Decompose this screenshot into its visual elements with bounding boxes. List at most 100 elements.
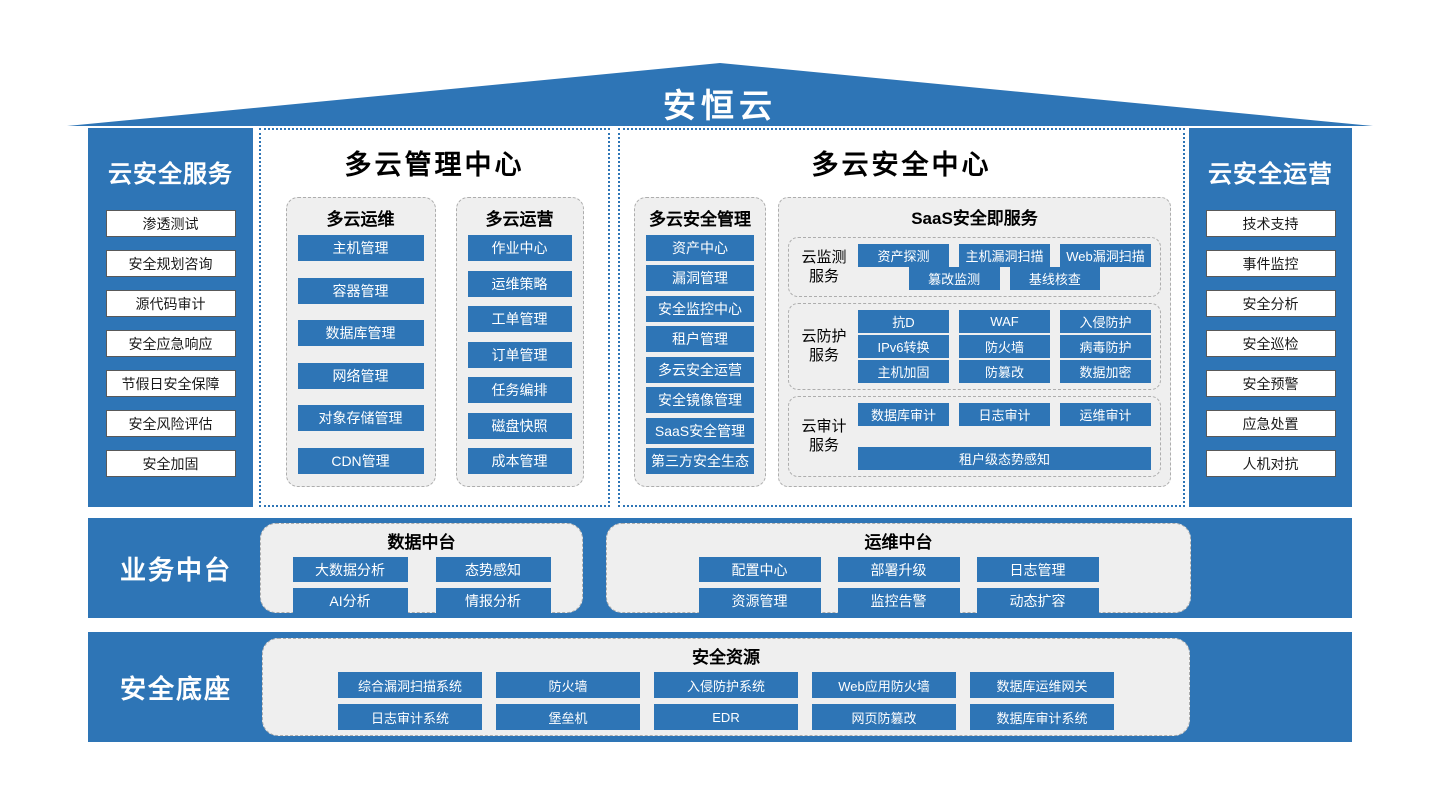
module-chip: 防火墙	[959, 334, 1050, 358]
service-chip: 源代码审计	[105, 290, 236, 317]
cloud-monitoring-label: 云监测 服务	[798, 248, 850, 287]
module-chip: EDR	[654, 704, 798, 730]
multicloud-security-mgmt-title: 多云安全管理	[649, 210, 751, 229]
multicloud-management-center: 多云管理中心 多云运维 主机管理 容器管理 数据库管理 网络管理 对象存储管理 …	[259, 128, 610, 507]
saas-security-as-a-service-group: SaaS安全即服务 云监测 服务 资产探测 主机漏洞扫描 Web漏洞扫描	[778, 197, 1171, 487]
multicloud-ops-column: 多云运维 主机管理 容器管理 数据库管理 网络管理 对象存储管理 CDN管理	[285, 197, 436, 487]
service-chip: 安全巡检	[1205, 330, 1336, 357]
module-chip: 租户管理	[646, 326, 754, 353]
label-line: 云监测	[801, 248, 847, 266]
module-chip: 运维策略	[467, 270, 572, 297]
module-chip: 动态扩容	[976, 588, 1099, 613]
module-chip: 运维审计	[1060, 402, 1151, 426]
cloud-security-services-list: 渗透测试 安全规划咨询 源代码审计 安全应急响应 节假日安全保障 安全风险评估 …	[105, 210, 236, 477]
cloud-security-services-title: 云安全服务	[108, 161, 233, 188]
module-chip: 作业中心	[467, 235, 572, 261]
module-chip: 入侵防护系统	[654, 672, 798, 698]
module-chip: 监控告警	[837, 588, 960, 613]
main-row: 云安全服务 渗透测试 安全规划咨询 源代码审计 安全应急响应 节假日安全保障 安…	[88, 128, 1352, 507]
multicloud-ops-list: 主机管理 容器管理 数据库管理 网络管理 对象存储管理 CDN管理	[297, 235, 424, 474]
cloud-protection-items: 抗D WAF 入侵防护 IPv6转换 防火墙 病毒防护 主机加固	[858, 310, 1151, 383]
multicloud-management-center-title: 多云管理中心	[344, 150, 525, 180]
module-chip: AI分析	[292, 588, 408, 613]
module-chip: 病毒防护	[1060, 334, 1151, 358]
product-title: 安恒云	[663, 87, 777, 124]
module-chip: 态势感知	[435, 557, 551, 582]
service-chip: 渗透测试	[105, 210, 236, 237]
module-chip: 安全监控中心	[646, 295, 754, 322]
module-chip: 漏洞管理	[646, 265, 754, 292]
module-chip: 容器管理	[297, 277, 424, 304]
module-chip: 工单管理	[467, 306, 572, 332]
ops-platform-items: 配置中心 部署升级 日志管理 资源管理 监控告警 动态扩容	[607, 557, 1190, 613]
multicloud-operation-title: 多云运营	[485, 210, 554, 229]
security-base-band: 安全底座 安全资源 综合漏洞扫描系统 防火墙 入侵防护系统 Web应用防火墙 数…	[88, 632, 1352, 742]
label-line: 云审计	[801, 417, 847, 435]
module-chip: 防篡改	[959, 359, 1050, 383]
service-chip: 节假日安全保障	[105, 370, 236, 397]
chip-row: 抗D WAF 入侵防护	[858, 310, 1151, 333]
multicloud-security-center-title: 多云安全中心	[811, 150, 992, 180]
cloud-security-operations-panel: 云安全运营 技术支持 事件监控 安全分析 安全巡检 安全预警 应急处置 人机对抗	[1189, 128, 1352, 507]
chip-row: 租户级态势感知	[858, 447, 1151, 470]
cloud-security-operations-list: 技术支持 事件监控 安全分析 安全巡检 安全预警 应急处置 人机对抗	[1205, 210, 1336, 477]
service-chip: 安全分析	[1205, 290, 1336, 317]
cloud-protection-label: 云防护 服务	[798, 327, 850, 366]
multicloud-ops-title: 多云运维	[326, 210, 395, 229]
module-chip: 资产中心	[646, 235, 754, 261]
module-chip: 成本管理	[467, 448, 572, 474]
module-chip: Web应用防火墙	[812, 672, 956, 698]
multicloud-security-center: 多云安全中心 多云安全管理 资产中心 漏洞管理 安全监控中心 租户管理 多云安全…	[618, 128, 1185, 507]
cloud-audit-items: 数据库审计 日志审计 运维审计 租户级态势感知	[858, 402, 1151, 470]
multicloud-security-mgmt-column: 多云安全管理 资产中心 漏洞管理 安全监控中心 租户管理 多云安全运营 安全镜像…	[634, 197, 766, 487]
module-chip: 安全镜像管理	[646, 387, 754, 414]
module-chip: 篡改监测	[908, 267, 1000, 290]
module-chip: 多云安全运营	[646, 356, 754, 383]
ops-platform-group: 运维中台 配置中心 部署升级 日志管理 资源管理 监控告警 动态扩容	[606, 523, 1191, 613]
cloud-security-services-panel: 云安全服务 渗透测试 安全规划咨询 源代码审计 安全应急响应 节假日安全保障 安…	[88, 128, 253, 507]
module-chip: 订单管理	[467, 341, 572, 368]
module-chip: 日志管理	[976, 557, 1099, 582]
chip-row: 资产探测 主机漏洞扫描 Web漏洞扫描	[858, 244, 1151, 267]
module-chip: 主机漏洞扫描	[959, 244, 1050, 267]
multicloud-operation-list: 作业中心 运维策略 工单管理 订单管理 任务编排 磁盘快照 成本管理	[467, 235, 572, 474]
service-chip: 安全风险评估	[105, 410, 236, 437]
module-chip: CDN管理	[297, 447, 424, 474]
module-chip: IPv6转换	[858, 334, 949, 358]
security-center-content: 多云安全管理 资产中心 漏洞管理 安全监控中心 租户管理 多云安全运营 安全镜像…	[634, 197, 1171, 487]
multicloud-operation-column: 多云运营 作业中心 运维策略 工单管理 订单管理 任务编排 磁盘快照 成本管理	[455, 197, 584, 487]
cloud-audit-label: 云审计 服务	[798, 417, 850, 456]
label-line: 服务	[808, 268, 839, 285]
module-chip: 数据库运维网关	[970, 672, 1114, 698]
module-chip: 网页防篡改	[812, 704, 956, 730]
business-middle-platform-label: 业务中台	[119, 554, 232, 585]
saas-security-title: SaaS安全即服务	[911, 209, 1038, 228]
chip-row: 主机加固 防篡改 数据加密	[858, 359, 1151, 383]
module-chip: 主机管理	[297, 235, 424, 261]
module-chip: 对象存储管理	[297, 405, 424, 432]
service-chip: 安全预警	[1205, 370, 1336, 397]
label-line: 服务	[808, 347, 839, 365]
management-center-columns: 多云运维 主机管理 容器管理 数据库管理 网络管理 对象存储管理 CDN管理 多…	[261, 197, 608, 487]
cloud-monitoring-services-group: 云监测 服务 资产探测 主机漏洞扫描 Web漏洞扫描 篡改监测 基线核	[788, 237, 1161, 297]
module-chip: Web漏洞扫描	[1060, 244, 1151, 267]
service-chip: 安全加固	[105, 450, 236, 477]
module-chip: 部署升级	[837, 557, 960, 582]
module-chip: 抗D	[858, 310, 949, 333]
module-chip: 任务编排	[467, 377, 572, 403]
data-platform-title: 数据中台	[387, 533, 456, 552]
module-chip: SaaS安全管理	[646, 417, 754, 444]
chip-row: 篡改监测 基线核查	[858, 267, 1151, 290]
module-chip: 数据库审计	[858, 402, 949, 426]
module-chip: 入侵防护	[1060, 310, 1151, 333]
module-chip: 数据库管理	[297, 320, 424, 347]
module-chip: 资产探测	[858, 244, 949, 267]
business-middle-platform-band: 业务中台 数据中台 大数据分析 态势感知 AI分析 情报分析 运维中台 配置中心…	[88, 518, 1352, 618]
module-chip: 防火墙	[496, 672, 640, 698]
cloud-protection-services-group: 云防护 服务 抗D WAF 入侵防护 IPv6转换 防火墙	[788, 303, 1161, 390]
service-chip: 安全规划咨询	[105, 250, 236, 277]
security-resources-group: 安全资源 综合漏洞扫描系统 防火墙 入侵防护系统 Web应用防火墙 数据库运维网…	[262, 638, 1190, 736]
roof-banner: 安恒云	[67, 63, 1373, 126]
module-chip: 网络管理	[297, 362, 424, 389]
